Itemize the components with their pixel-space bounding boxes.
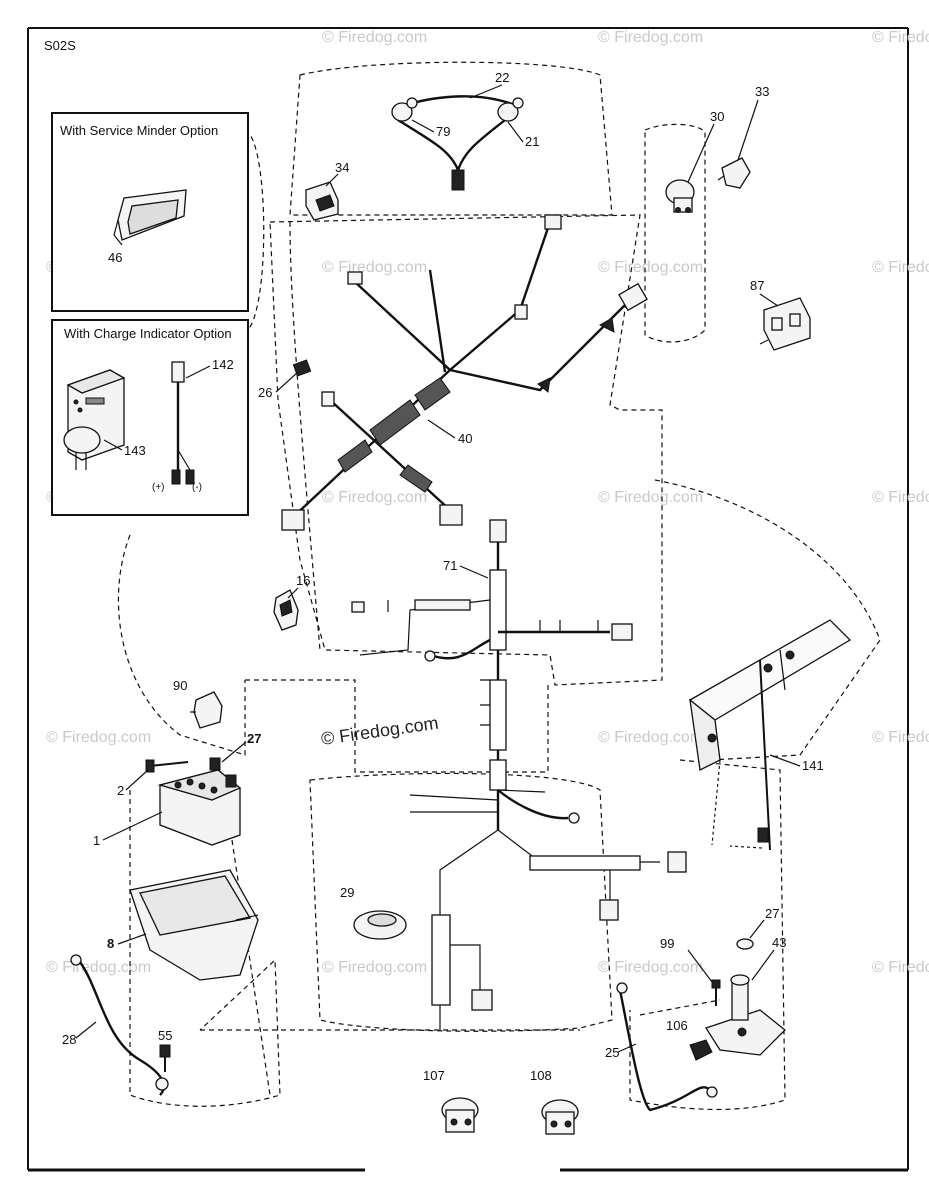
watermark: © Firedog.com [598,259,703,276]
watermark: © Firedog.com [872,259,929,276]
part-label-26: 26 [258,385,272,400]
part-label-1: 1 [93,833,100,848]
part-label-55: 55 [158,1028,172,1043]
part-label-71: 71 [443,558,457,573]
battery-tray-8 [129,869,259,981]
part-label-79: 79 [436,124,450,139]
watermark: © Firedog.com [598,29,703,46]
bracket-43 [705,974,786,1056]
service-minder-part [113,189,187,246]
solenoid-108 [541,1099,579,1135]
part-label-43: 43 [772,935,786,950]
watermark: © Firedog.com [46,959,151,976]
part-label-30: 30 [710,109,724,124]
bolt-2 [145,759,189,773]
part-label-142: 142 [212,357,234,372]
watermark: © Firedog.com [598,489,703,506]
part-label-87: 87 [750,278,764,293]
part-label-141: 141 [802,758,824,773]
charge-indicator-title: With Charge Indicator Option [64,326,232,341]
connector-16 [273,589,299,631]
part-label-40: 40 [458,431,472,446]
polarity-plus: (+) [152,482,165,493]
watermark: © Firedog.com [872,29,929,46]
part-label-34: 34 [335,160,349,175]
watermark: © Firedog.com [598,729,703,746]
part-label-106: 106 [666,1018,688,1033]
part-label-33: 33 [755,84,769,99]
watermark: © Firedog.com [872,959,929,976]
part-label-25: 25 [605,1045,619,1060]
ignition-switch-30 [665,179,695,213]
part-label-21: 21 [525,134,539,149]
battery-1 [157,769,242,846]
bolt-55 [159,1044,171,1072]
part-label-90: 90 [173,678,187,693]
watermark: © Firedog.com [598,959,703,976]
cable-25 [616,982,718,1112]
charge-indicator-gauge [63,369,126,470]
charge-indicator-wire [171,361,195,485]
part-label-108: 108 [530,1068,552,1083]
headlight-harness [391,95,524,191]
solenoid-107 [441,1097,479,1133]
polarity-minus: (-) [192,482,202,493]
part-label-22: 22 [495,70,509,85]
bolt-99 [711,979,721,1006]
switch-34 [305,181,339,221]
part-label-46: 46 [108,250,122,265]
part-label-99: 99 [660,936,674,951]
watermark: © Firedog.com [872,489,929,506]
wiring-harness-40 [281,214,648,531]
clip-106 [689,1039,713,1061]
part-label-28: 28 [62,1032,76,1047]
inset-service-minder: With Service Minder Option 46 [51,112,249,312]
part-label-27-battery: 27 [247,731,261,746]
part-label-29: 29 [340,885,354,900]
watermark: © Firedog.com [46,729,151,746]
inset-charge-indicator: With Charge Indicator Option 142 143 (+)… [51,319,249,516]
watermark: © Firedog.com [322,489,427,506]
tractor-outline [117,61,881,1111]
part-label-27-bracket: 27 [765,906,779,921]
part-label-107: 107 [423,1068,445,1083]
watermark: © Firedog.com [322,259,427,276]
part-label-2: 2 [117,783,124,798]
watermark: © Firedog.com [322,959,427,976]
part-label-16: 16 [296,573,310,588]
fender-assembly-141 [688,619,852,851]
outer-frame [27,27,909,1172]
part-label-8: 8 [107,936,114,951]
service-minder-title: With Service Minder Option [60,123,218,138]
nut-27-bracket [736,938,754,950]
key-33 [717,157,751,189]
diagram-code: S02S [44,38,76,53]
watermark: © Firedog.com [322,29,427,46]
watermark: © Firedog.com [872,729,929,746]
part-29 [353,910,407,940]
wiring-harness-71 [351,519,687,1030]
part-90 [190,691,223,729]
part-label-143: 143 [124,443,146,458]
relay-87 [759,297,811,351]
battery-cable-28 [70,954,169,1096]
center-watermark: © Firedog.com [320,713,440,749]
nut-27-battery [209,757,221,771]
